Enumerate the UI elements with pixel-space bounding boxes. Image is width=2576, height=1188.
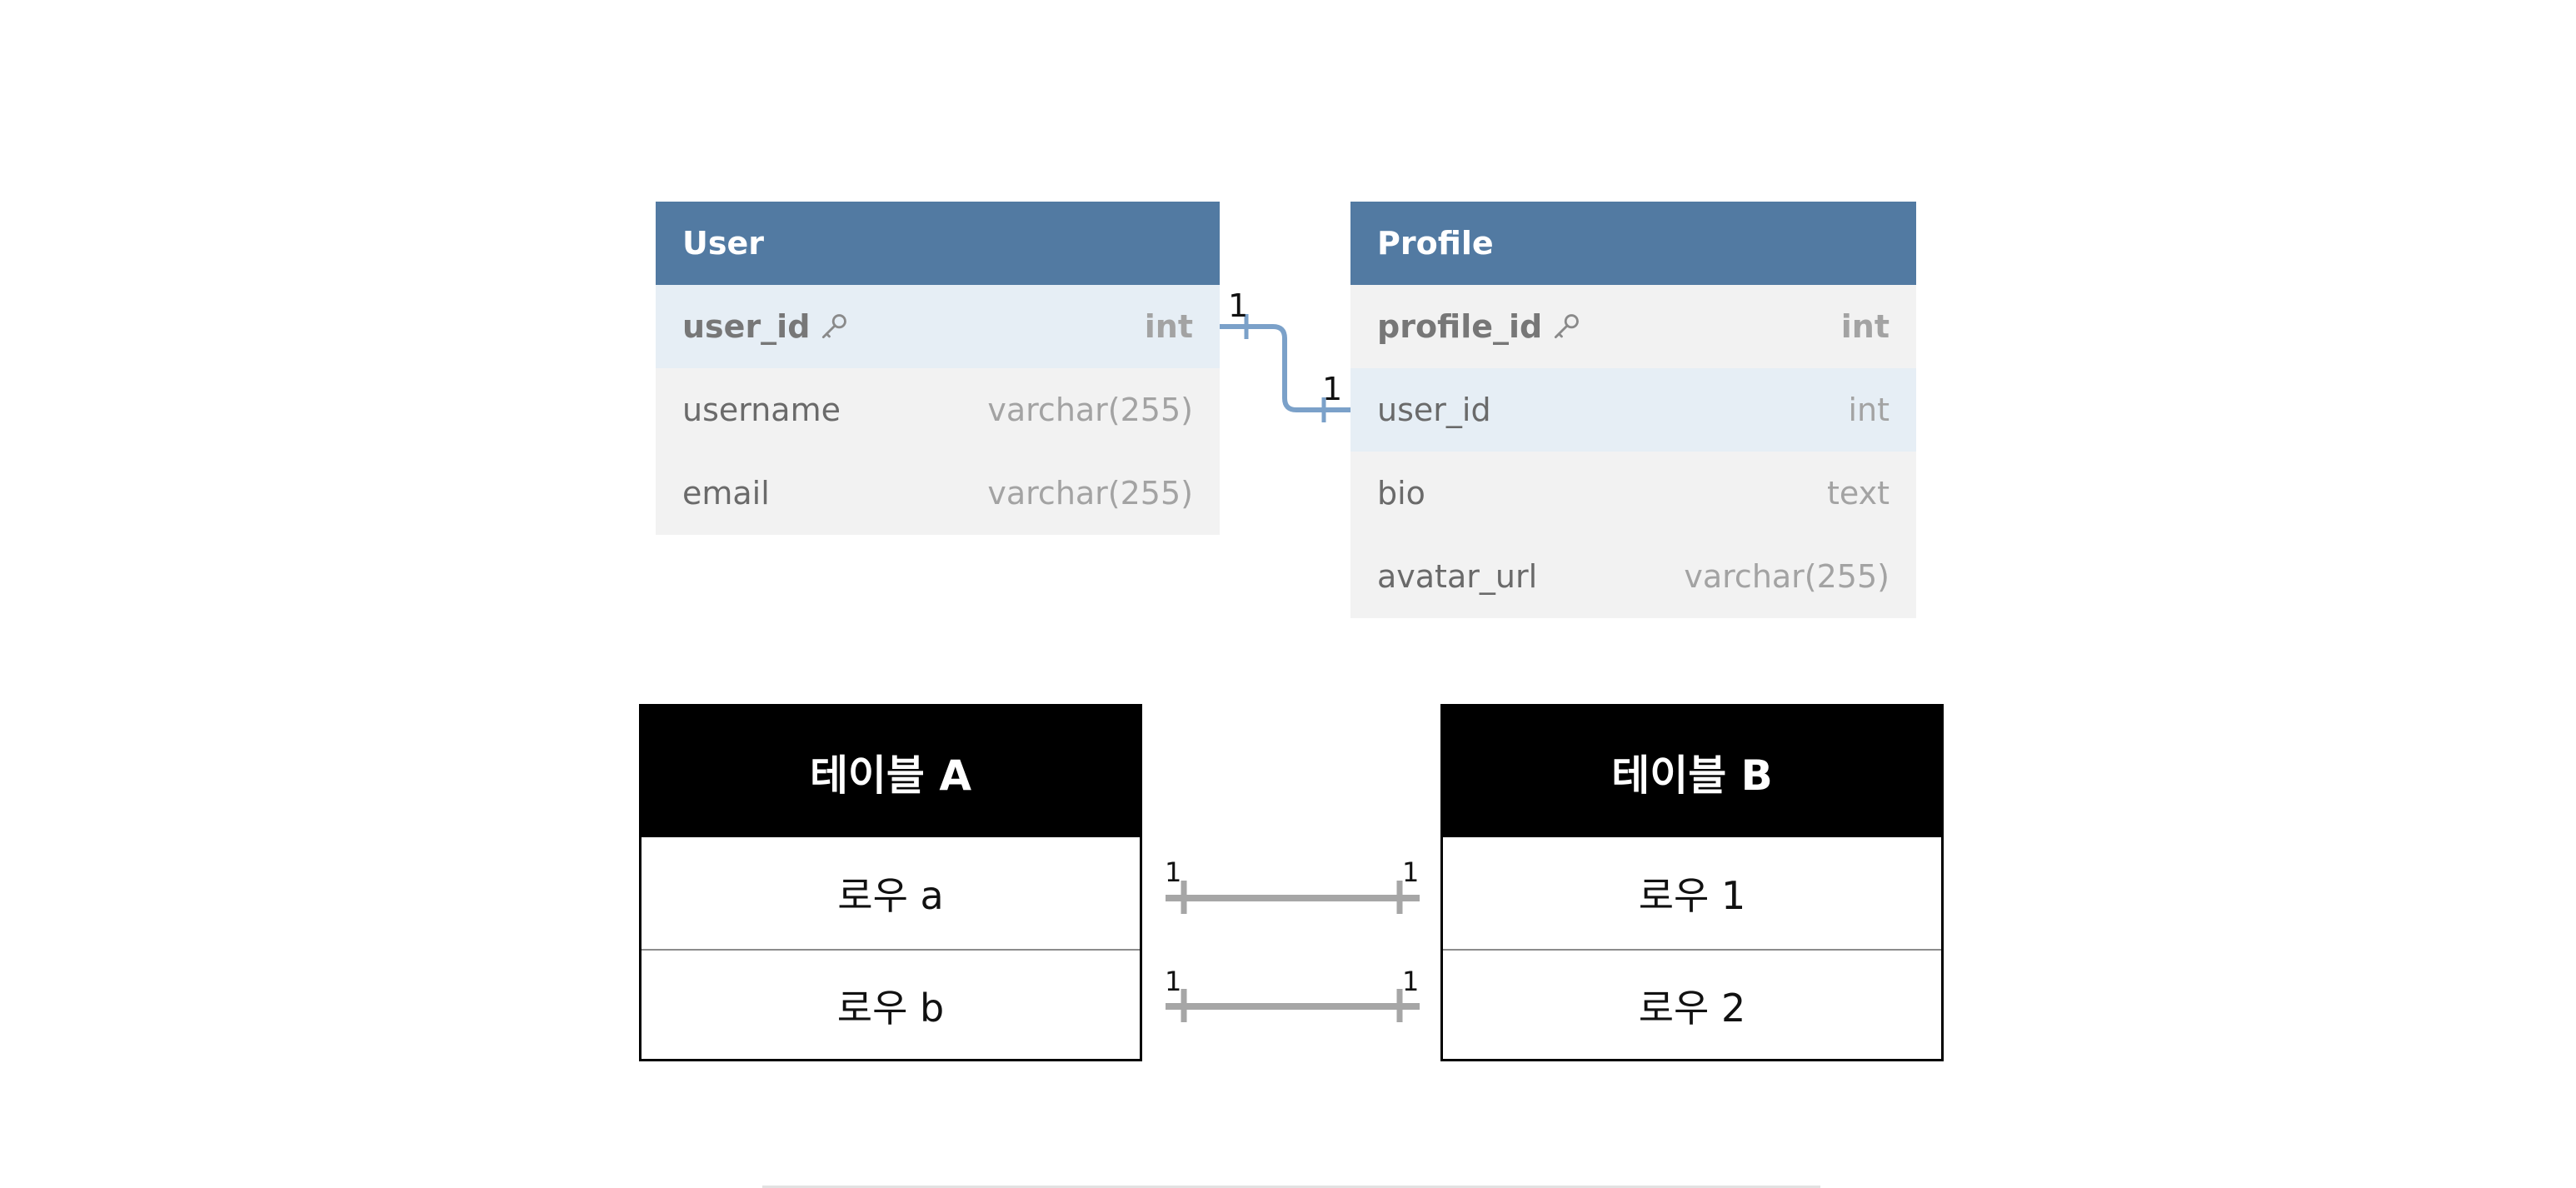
- profile-table-header[interactable]: Profile: [1350, 202, 1916, 285]
- relation-link-row-2[interactable]: 1 1: [1165, 966, 1420, 1022]
- profile-table-row-bio[interactable]: bio text: [1350, 452, 1916, 535]
- table-b-header: 테이블 B: [1443, 706, 1941, 837]
- field-name: email: [682, 475, 770, 512]
- field-name: profile_id: [1377, 308, 1582, 345]
- er-link-label-right: 1: [1322, 371, 1342, 407]
- field-type: varchar(255): [1684, 558, 1890, 595]
- user-table[interactable]: User user_id int username varchar(255) e…: [656, 202, 1220, 535]
- table-b-row[interactable]: 로우 1: [1638, 873, 1746, 918]
- table-a-row[interactable]: 로우 b: [642, 949, 1140, 1061]
- field-name: user_id: [1377, 392, 1491, 428]
- relation-link-label-left: 1: [1165, 966, 1181, 997]
- profile-table-row-profile-id[interactable]: profile_id int: [1350, 285, 1916, 368]
- field-name: bio: [1377, 475, 1425, 512]
- relation-link-label-left: 1: [1165, 856, 1181, 888]
- field-name: username: [682, 392, 841, 428]
- key-icon: [1555, 314, 1580, 339]
- table-a-header: 테이블 A: [642, 706, 1140, 837]
- table-a[interactable]: 테이블 A 로우 a 로우 b: [639, 704, 1142, 1061]
- profile-table-row-user-id[interactable]: user_id int: [1350, 368, 1916, 452]
- field-type: varchar(255): [987, 475, 1193, 512]
- field-type: int: [1840, 308, 1890, 345]
- field-type: text: [1827, 475, 1890, 512]
- table-b[interactable]: 테이블 B 로우 1 로우 2: [1440, 704, 1944, 1061]
- table-a-row[interactable]: 로우 a: [837, 873, 944, 918]
- field-name: user_id: [682, 308, 850, 345]
- field-name: avatar_url: [1377, 558, 1538, 595]
- er-link-label-left: 1: [1228, 287, 1248, 324]
- divider: [762, 1186, 1820, 1188]
- user-table-header[interactable]: User: [656, 202, 1220, 285]
- user-table-row-email[interactable]: email varchar(255): [656, 452, 1220, 535]
- user-table-row-username[interactable]: username varchar(255): [656, 368, 1220, 452]
- profile-table[interactable]: Profile profile_id int user_id int bio t…: [1350, 202, 1916, 618]
- field-type: int: [1848, 392, 1890, 428]
- relation-link-row-1[interactable]: 1 1: [1165, 856, 1420, 914]
- er-link-line: [1220, 324, 1350, 412]
- user-table-row-user-id[interactable]: user_id int: [656, 285, 1220, 368]
- relation-link-label-right: 1: [1402, 966, 1419, 997]
- key-icon: [822, 314, 847, 339]
- field-type: int: [1144, 308, 1193, 345]
- er-relation-link[interactable]: 1 1: [1220, 287, 1350, 422]
- table-b-row[interactable]: 로우 2: [1443, 949, 1941, 1061]
- field-type: varchar(255): [987, 392, 1193, 428]
- relation-link-label-right: 1: [1402, 856, 1419, 888]
- profile-table-row-avatar-url[interactable]: avatar_url varchar(255): [1350, 535, 1916, 618]
